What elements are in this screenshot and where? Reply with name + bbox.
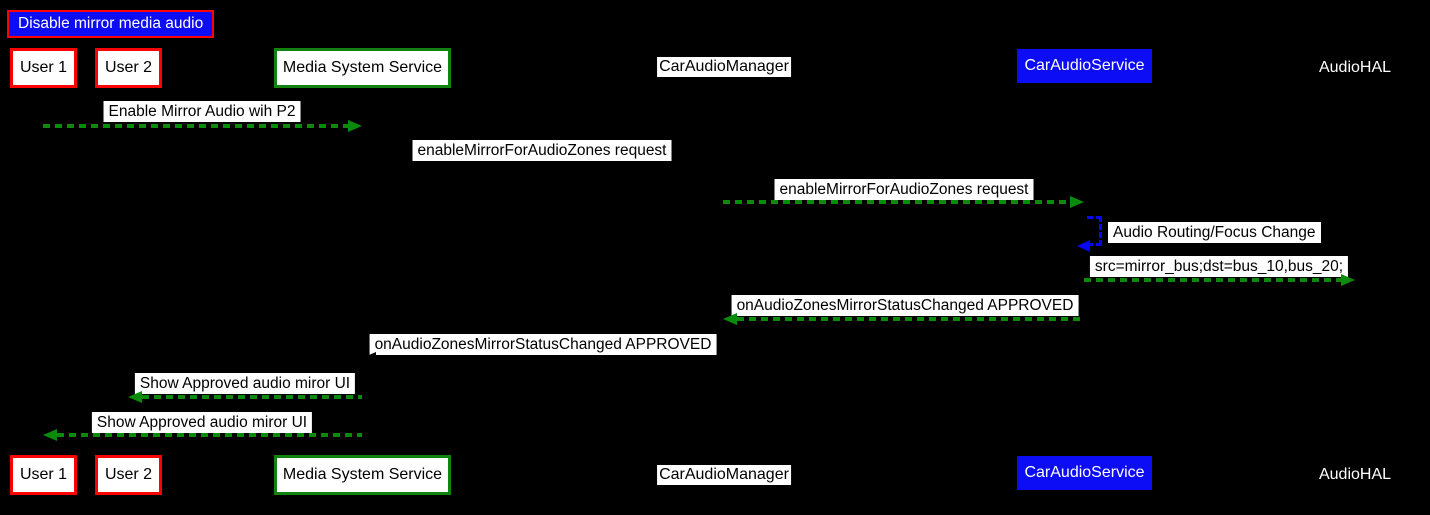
diagram-title: Disable mirror media audio (7, 10, 215, 38)
message-arrow-9 (57, 433, 362, 437)
message-arrow-6 (737, 317, 1084, 321)
message-label-3: enableMirrorForAudioZones request (774, 179, 1034, 200)
message-label-7: onAudioZonesMirrorStatusChanged APPROVED (369, 334, 717, 355)
message-self-loop-arrowhead-4 (1077, 240, 1090, 252)
message-arrow-3 (723, 200, 1070, 204)
message-arrow-7 (376, 356, 723, 360)
actor-top-car-audio-service: CarAudioService (1017, 49, 1152, 83)
actor-top-media-system-service: Media System Service (274, 48, 451, 88)
message-arrowhead-2 (709, 159, 723, 171)
actor-bottom-user-1: User 1 (10, 455, 77, 495)
message-arrowhead-6 (723, 313, 737, 325)
actor-top-audio-hal: AudioHAL (1318, 59, 1392, 76)
message-label-2: enableMirrorForAudioZones request (412, 140, 672, 161)
message-label-6: onAudioZonesMirrorStatusChanged APPROVED (731, 295, 1079, 316)
message-arrowhead-5 (1341, 274, 1355, 286)
actor-bottom-media-system-service: Media System Service (274, 455, 451, 495)
actor-bottom-car-audio-service: CarAudioService (1017, 456, 1152, 490)
actor-top-car-audio-manager: CarAudioManager (657, 57, 791, 77)
actor-top-user-1: User 1 (10, 48, 77, 88)
message-arrowhead-1 (348, 120, 362, 132)
actor-top-user-2: User 2 (95, 48, 162, 88)
message-label-5: src=mirror_bus;dst=bus_10,bus_20; (1089, 256, 1349, 277)
message-label-8: Show Approved audio miror UI (134, 373, 356, 394)
message-label-9: Show Approved audio miror UI (91, 412, 313, 433)
message-self-loop-4 (1087, 216, 1102, 246)
message-arrow-5 (1084, 278, 1341, 282)
message-arrowhead-8 (128, 391, 142, 403)
message-arrowhead-3 (1070, 196, 1084, 208)
message-label-4: Audio Routing/Focus Change (1108, 222, 1321, 243)
message-arrowhead-7 (362, 352, 376, 364)
message-arrowhead-9 (43, 429, 57, 441)
actor-bottom-audio-hal: AudioHAL (1318, 466, 1392, 483)
actor-bottom-car-audio-manager: CarAudioManager (657, 465, 791, 485)
message-arrow-1 (43, 124, 348, 128)
message-arrow-2 (362, 163, 709, 167)
message-arrow-8 (142, 395, 362, 399)
actor-bottom-user-2: User 2 (95, 455, 162, 495)
message-label-1: Enable Mirror Audio wih P2 (103, 101, 301, 122)
